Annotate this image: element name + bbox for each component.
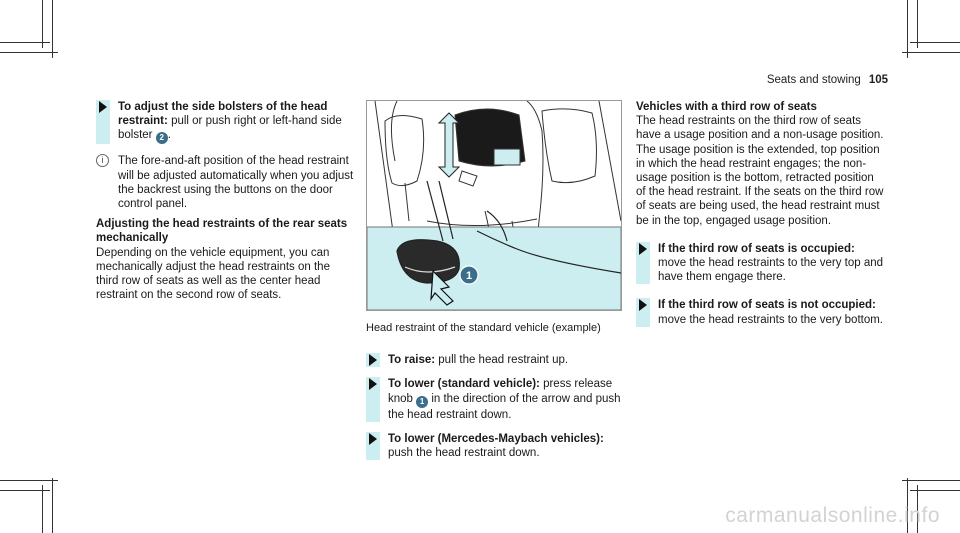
- crop-mark: [42, 0, 43, 48]
- section-text: The head restraints on the third row of …: [636, 115, 884, 227]
- watermark: carmanualsonline.info: [725, 503, 940, 527]
- step-lower-standard: To lower (standard vehicle): press relea…: [366, 377, 621, 422]
- arrow-icon: [369, 378, 377, 391]
- head-restraint-illustration: 1: [366, 100, 622, 311]
- crop-mark: [907, 0, 908, 58]
- step-lower-maybach: To lower (Mercedes-Maybach vehicles): pu…: [366, 431, 621, 461]
- step-heading: If the third row of seats is occupied:: [658, 242, 855, 255]
- crop-mark: [902, 480, 960, 481]
- page-number: 105: [868, 74, 888, 86]
- subsection-title: Adjusting the head restraints of the rea…: [96, 218, 348, 245]
- step-not-occupied: If the third row of seats is not occupie…: [636, 298, 886, 327]
- step-heading: To raise:: [388, 354, 436, 367]
- column-middle: 1 Head restraint of the standard vehicle…: [366, 100, 622, 470]
- step-text: pull or push right or left-hand side bol…: [118, 115, 342, 142]
- callout-badge: 1: [416, 395, 429, 408]
- step-heading: To lower (standard vehicle):: [388, 378, 540, 391]
- step-heading: To lower (Mercedes-Maybach vehicles):: [388, 432, 604, 445]
- step-text: move the head restraints to the very top…: [658, 257, 884, 284]
- crop-mark: [0, 52, 58, 53]
- crop-mark: [42, 485, 43, 533]
- info-note: i The fore-and-aft position of the head …: [96, 154, 354, 211]
- arrow-icon: [639, 242, 647, 255]
- step-text: pull the head restraint up.: [438, 354, 569, 367]
- info-icon: i: [96, 154, 109, 168]
- section-title: Seats and stowing: [766, 74, 861, 86]
- crop-mark: [917, 485, 918, 533]
- callout-badge: 2: [155, 132, 168, 145]
- arrow-icon: [369, 354, 377, 367]
- step-text: in the direction of the arrow and push t…: [388, 392, 621, 421]
- crop-mark: [52, 478, 53, 533]
- column-right: Vehicles with a third row of seats The h…: [636, 100, 886, 337]
- arrow-icon: [639, 299, 647, 312]
- step-raise: To raise: pull the head restraint up.: [366, 353, 621, 368]
- crop-mark: [0, 480, 58, 481]
- step-heading: To adjust the side bolsters of the head …: [118, 101, 328, 128]
- crop-mark: [0, 42, 50, 43]
- column-left: To adjust the side bolsters of the head …: [96, 100, 354, 302]
- figure-callout: 1: [466, 270, 472, 282]
- crop-mark: [0, 490, 50, 491]
- step-text: move the head restraints to the very bot…: [658, 313, 884, 326]
- crop-mark: [52, 0, 53, 58]
- subsection-text: Depending on the vehicle equipment, you …: [96, 246, 330, 302]
- illustration-svg: 1: [367, 101, 621, 310]
- step-heading: If the third row of seats is not occupie…: [658, 299, 876, 312]
- crop-mark: [917, 0, 918, 48]
- step-text: press release knob: [388, 378, 613, 405]
- section-title: Vehicles with a third row of seats: [636, 101, 817, 113]
- arrow-icon: [369, 432, 377, 445]
- arrow-icon: [99, 101, 107, 113]
- crop-mark: [902, 52, 960, 53]
- note-text: The fore-and-aft position of the head re…: [118, 155, 354, 211]
- running-header: Seats and stowing 105: [767, 73, 888, 87]
- step-occupied: If the third row of seats is occupied: m…: [636, 241, 886, 285]
- step-text: push the head restraint down.: [388, 447, 540, 460]
- crop-mark: [907, 478, 908, 533]
- crop-mark: [910, 490, 960, 491]
- step-side-bolsters: To adjust the side bolsters of the head …: [96, 100, 354, 145]
- figure-caption: Head restraint of the standard vehicle (…: [366, 322, 601, 334]
- crop-mark: [910, 42, 960, 43]
